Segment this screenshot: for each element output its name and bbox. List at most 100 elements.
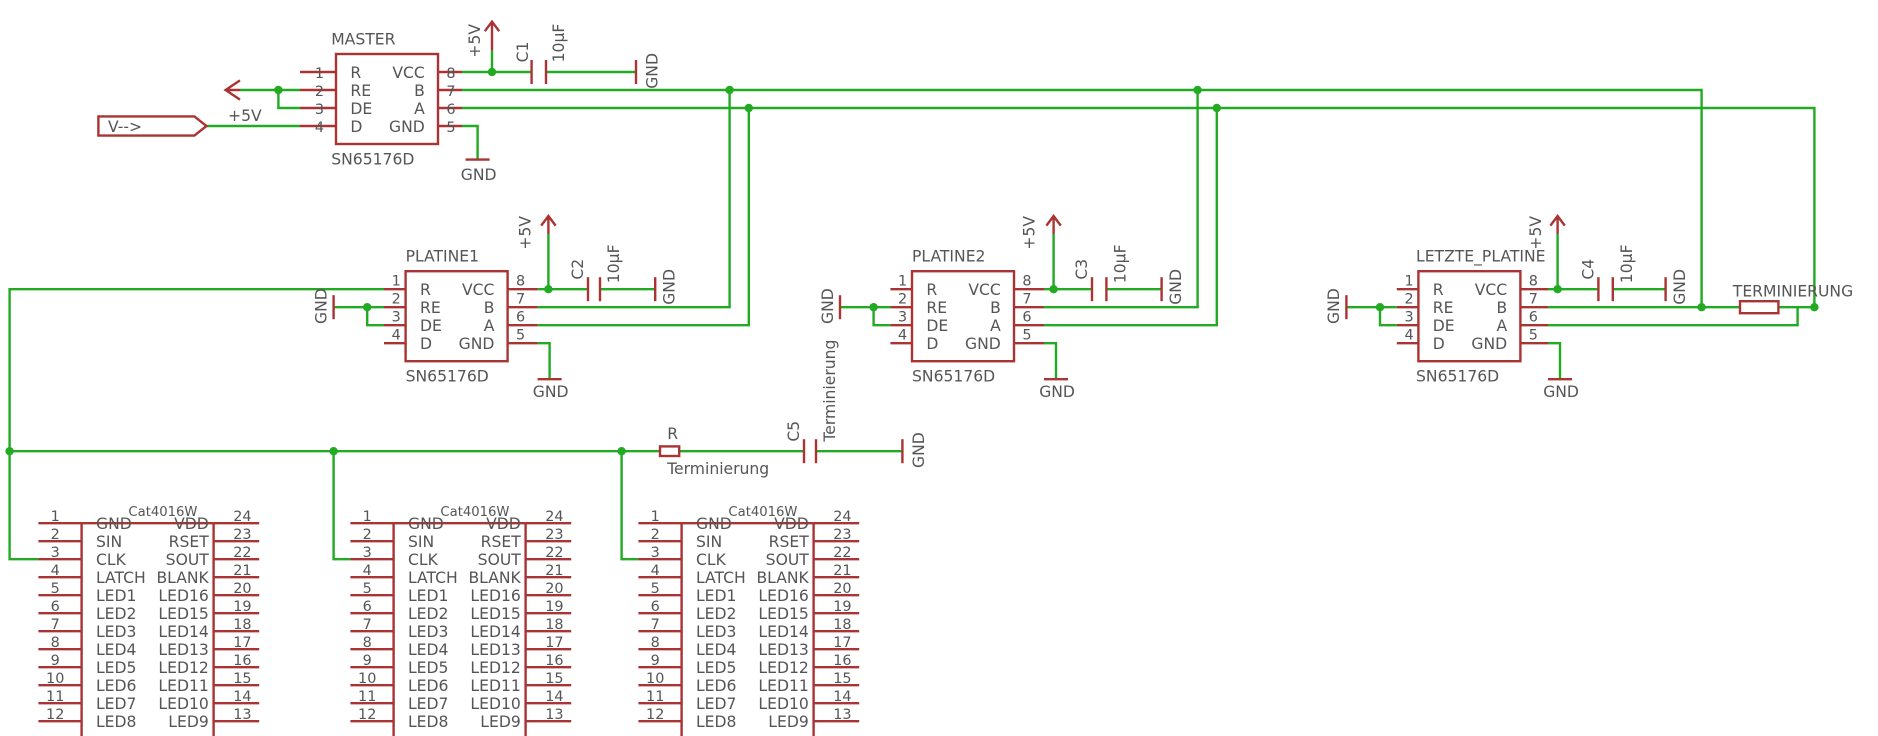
gnd-symbols: GND GND GND GND GND GND GND GND GND GND …	[312, 53, 1688, 468]
chip-name: Cat4016W	[128, 505, 197, 520]
pin-name: LED13	[758, 641, 808, 659]
gnd-label: GND	[461, 166, 497, 184]
pin-name: LED5	[696, 659, 736, 677]
pin-number: 22	[545, 545, 563, 561]
resistor-name: R	[667, 425, 678, 443]
input-port-label: V-->	[108, 118, 142, 136]
pin-name: RSET	[169, 533, 210, 551]
pin-name: LED11	[758, 677, 808, 695]
pin-name: BLANK	[156, 569, 209, 587]
pin-name: VCC	[462, 281, 495, 299]
pin-number: 17	[233, 635, 251, 651]
pin-number: 11	[358, 689, 376, 705]
junction-dot	[1553, 285, 1562, 294]
gnd-label: GND	[1543, 383, 1579, 401]
pin-number: 1	[315, 66, 324, 82]
cap-value: 10µF	[550, 24, 568, 63]
pin-number: 5	[1529, 328, 1538, 344]
pin-name: VCC	[968, 281, 1001, 299]
pin-name: A	[484, 317, 495, 335]
gnd-label: GND	[1167, 269, 1185, 305]
p3-vcc-wire	[1548, 234, 1666, 291]
pin-name: VCC	[1475, 281, 1508, 299]
pin-name: LED12	[470, 659, 520, 677]
pin-name: LED7	[96, 695, 136, 713]
junction-dot	[1375, 303, 1385, 312]
pin-name: LED2	[696, 605, 736, 623]
pin-number: 7	[651, 617, 660, 633]
pin-name: SIN	[408, 533, 434, 551]
pin-number: 24	[833, 509, 851, 525]
pin-number: 8	[363, 635, 372, 651]
pin-number: 22	[833, 545, 851, 561]
pin-number: 5	[446, 120, 455, 136]
pin-name: CLK	[96, 551, 127, 569]
capacitor-c1: C1 10µF	[514, 24, 568, 85]
part-name: PLATINE2	[912, 248, 985, 266]
master-transceiver: 1 2 3 4 R RE DE D VCC B A GND 8 7 6 5 MA…	[300, 30, 463, 168]
pin-name: RE	[926, 299, 947, 317]
pin-name: RE	[420, 299, 441, 317]
master-r-output-arrow	[223, 79, 241, 101]
pin-number: 2	[51, 527, 60, 543]
wires	[8, 50, 1816, 561]
pin-number: 6	[651, 599, 660, 615]
pin-name: LED1	[696, 587, 736, 605]
pin-name: LED16	[470, 587, 520, 605]
pin-number: 12	[646, 707, 664, 723]
pin-number: 4	[1404, 328, 1413, 344]
pin-number: 4	[392, 328, 401, 344]
pin-number: 21	[233, 563, 251, 579]
pin-name: LED11	[470, 677, 520, 695]
pin-number: 13	[833, 707, 851, 723]
pin-number: 17	[833, 635, 851, 651]
pin-name: LED16	[758, 587, 808, 605]
pin-name: LED2	[96, 605, 136, 623]
junction-dot	[487, 67, 497, 77]
pin-name: SOUT	[478, 551, 522, 569]
pin-name: A	[1497, 317, 1508, 335]
clk-drop-2	[332, 451, 351, 561]
drop-p2-b	[1044, 90, 1199, 309]
pin-name: R	[926, 281, 937, 299]
vcc-symbols: +5V +5V +5V +5V	[466, 19, 1566, 250]
pin-number: 9	[363, 653, 372, 669]
pin-name: LATCH	[696, 569, 746, 587]
pin-number: 5	[363, 581, 372, 597]
gnd-label: GND	[910, 432, 928, 468]
bus-line-a	[462, 106, 1816, 308]
pin-name: DE	[350, 100, 372, 118]
pin-number: 4	[898, 328, 907, 344]
pin-number: 1	[51, 509, 60, 525]
pin-name: SIN	[96, 533, 122, 551]
pin-name: LED8	[408, 713, 448, 731]
pin-name: D	[420, 335, 432, 353]
pin-number: 18	[545, 617, 563, 633]
pin-name: RE	[1433, 299, 1454, 317]
pin-number: 5	[651, 581, 660, 597]
pin-number: 17	[545, 635, 563, 651]
pin-name: LED8	[96, 713, 136, 731]
pin-number: 5	[51, 581, 60, 597]
pin-number: 9	[651, 653, 660, 669]
pin-number: 12	[358, 707, 376, 723]
junction-dot	[744, 103, 753, 113]
p1-gnd-wire	[537, 342, 551, 380]
pin-name: GND	[1471, 335, 1507, 353]
part-value: SN65176D	[331, 150, 414, 168]
pin-number: 10	[46, 671, 64, 687]
part-value: SN65176D	[1416, 368, 1499, 386]
pin-number: 3	[392, 310, 401, 326]
pin-number: 19	[545, 599, 563, 615]
pin-name: RSET	[481, 533, 522, 551]
pin-name: LED15	[758, 605, 808, 623]
gnd-label: GND	[1671, 269, 1689, 305]
p3-re-de-wire	[1346, 306, 1397, 327]
pin-number: 6	[446, 102, 455, 118]
pin-number: 3	[898, 310, 907, 326]
pin-number: 2	[315, 84, 324, 100]
junction-dot	[869, 303, 878, 312]
p2-vcc-wire	[1044, 234, 1162, 291]
pin-name: LED3	[408, 623, 448, 641]
